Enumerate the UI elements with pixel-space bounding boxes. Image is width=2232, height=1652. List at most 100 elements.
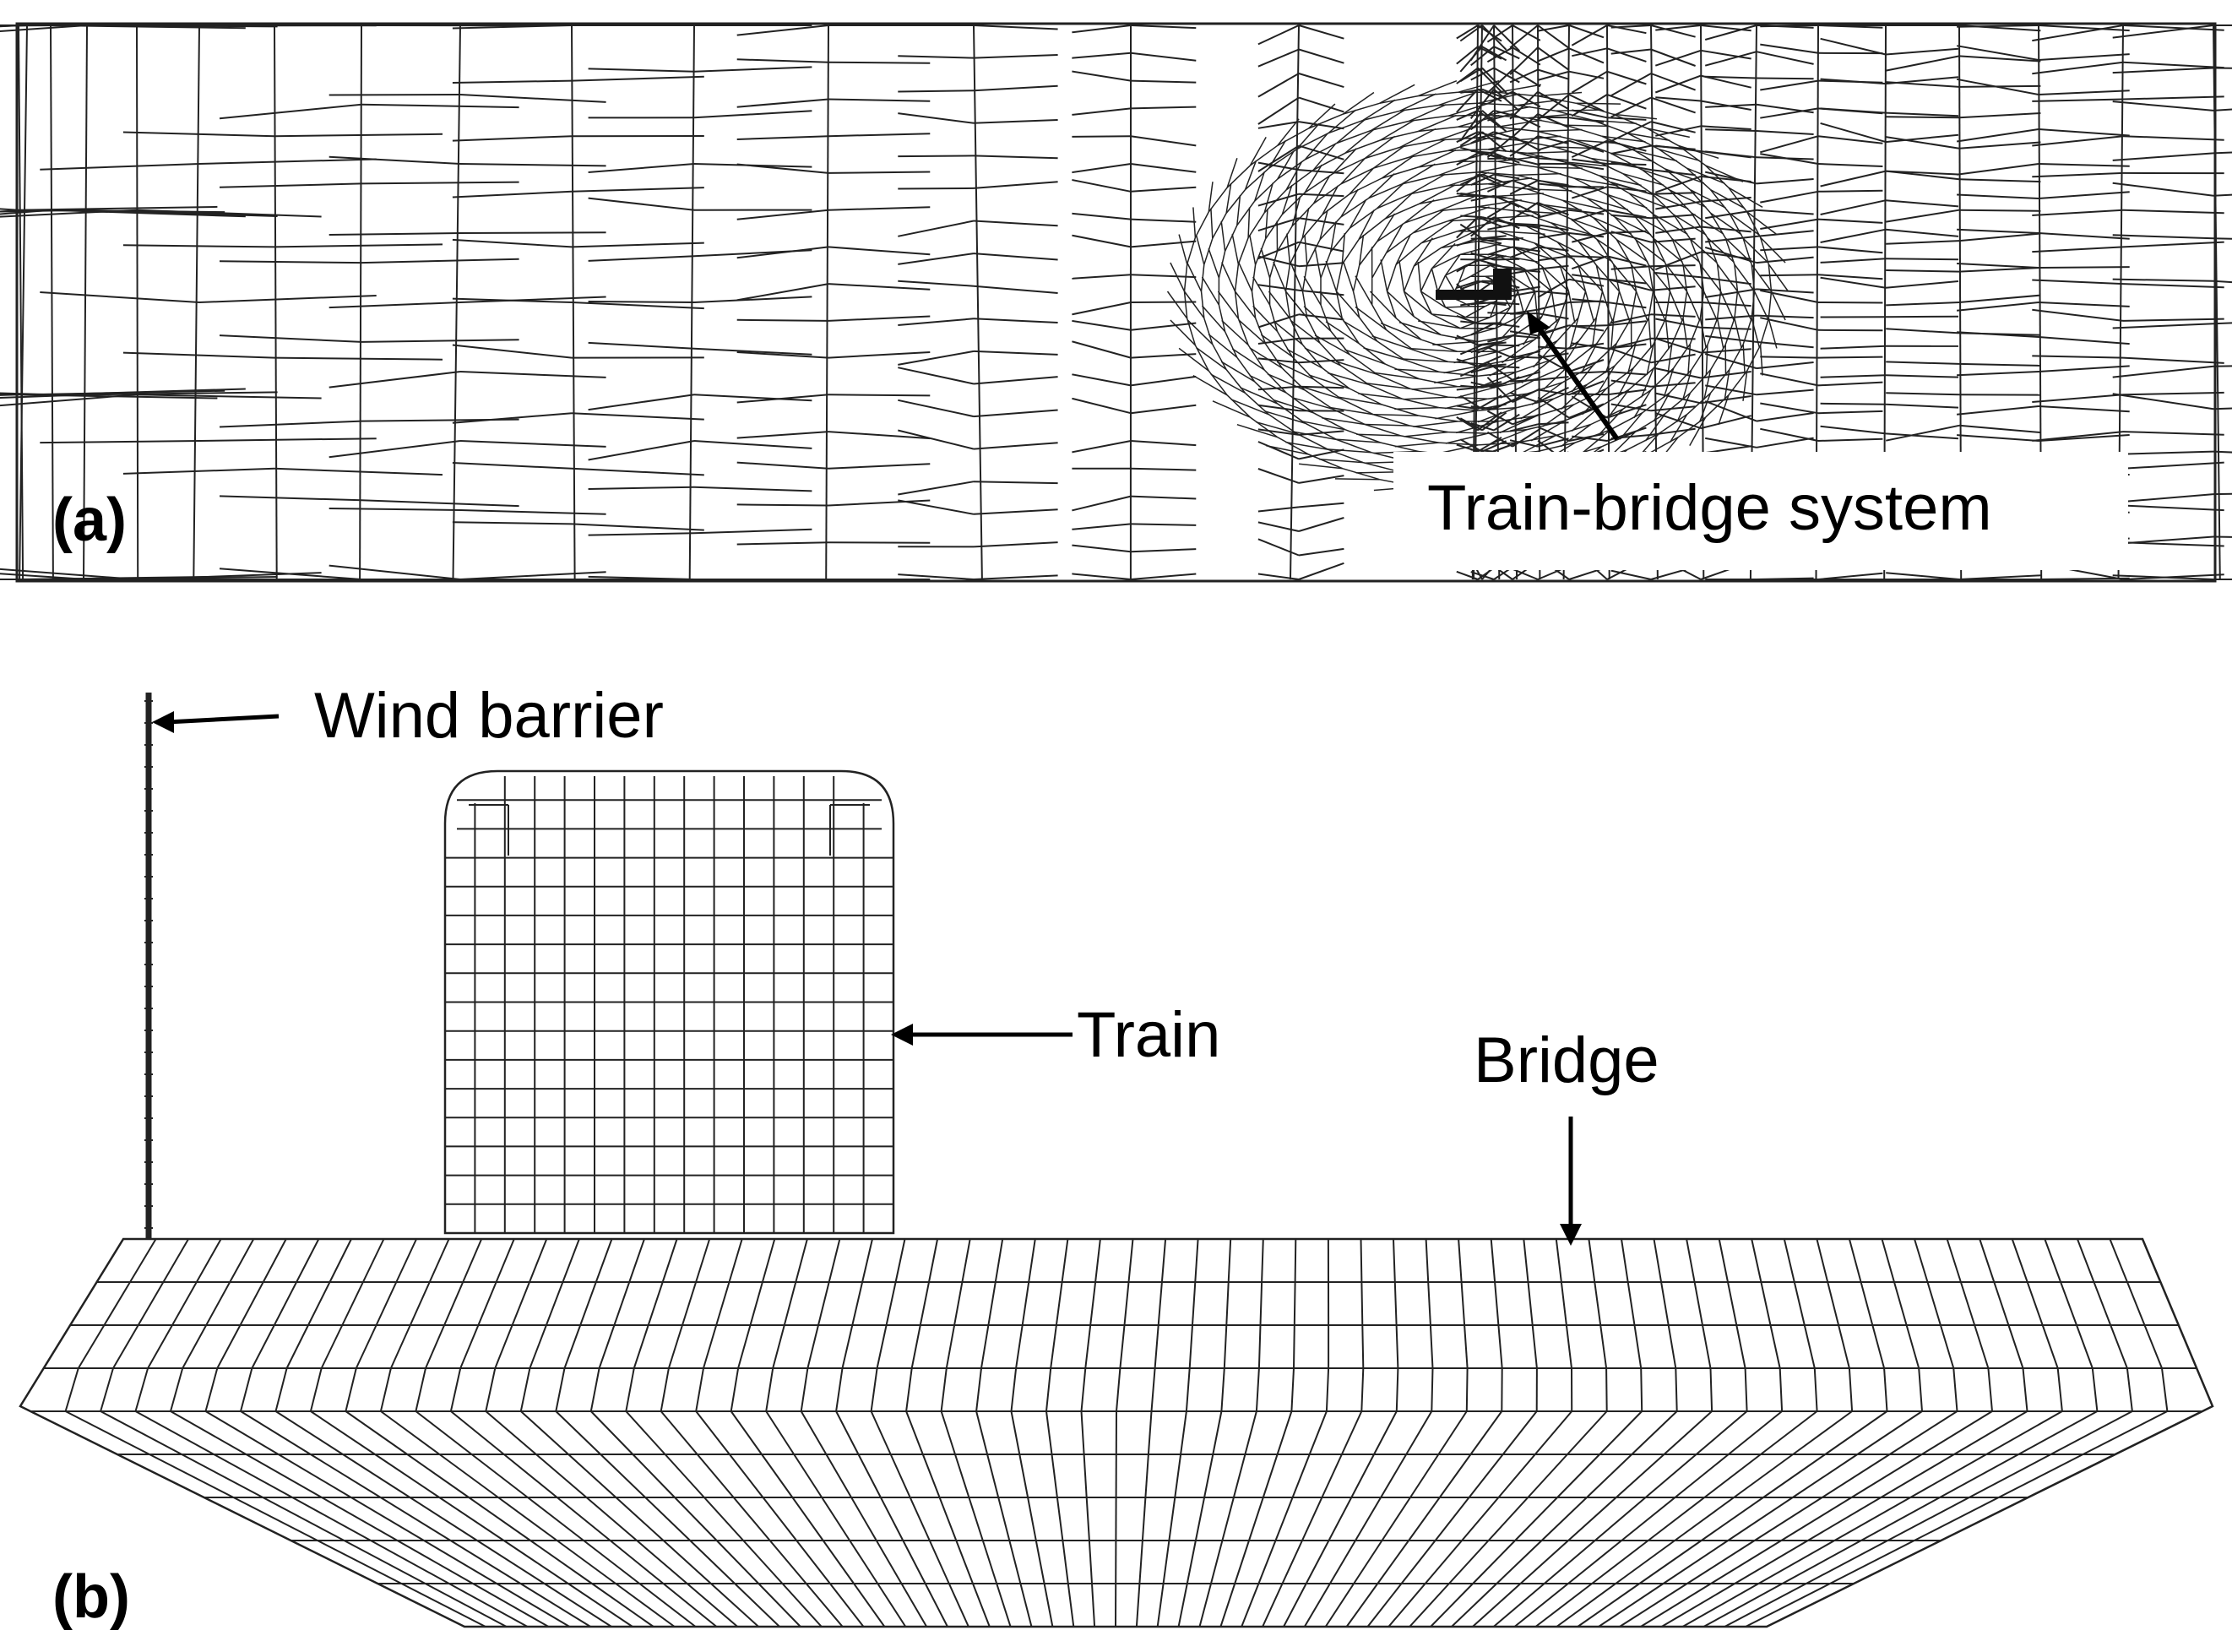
mesh-edge: [1266, 444, 1309, 455]
mesh-edge: [1338, 396, 1382, 405]
mesh-edge: [660, 1367, 670, 1412]
mesh-edge: [1089, 1281, 1097, 1326]
mesh-edge: [1833, 1497, 1911, 1541]
mesh-edge: [1277, 150, 1295, 180]
mesh-edge: [1734, 291, 1739, 318]
mesh-edge: [667, 1324, 683, 1369]
mesh-edge: [1252, 305, 1279, 332]
mesh-edge: [1690, 189, 1726, 209]
mesh-edge: [1248, 1497, 1264, 1541]
mesh-edge: [1168, 1497, 1176, 1541]
mesh-edge: [1477, 198, 1522, 208]
mesh-edge: [1162, 1540, 1170, 1584]
mesh-edge: [1495, 307, 1512, 329]
mesh-edge: [2032, 135, 2124, 147]
mesh-edge: [1497, 415, 1538, 422]
mesh-edge: [341, 1281, 364, 1326]
mesh-edge: [806, 1324, 819, 1369]
mesh-edge: [1664, 318, 1670, 350]
mesh-edge: [1072, 319, 1132, 331]
mesh-edge: [973, 24, 1058, 30]
mesh-edge: [485, 1367, 497, 1412]
mesh-edge: [1534, 242, 1576, 261]
mesh-edge: [1072, 523, 1132, 530]
mesh-edge: [1264, 410, 1306, 424]
mesh-edge: [1072, 70, 1132, 82]
mesh-edge: [1756, 437, 1814, 448]
mesh-edge: [2038, 191, 2130, 199]
mesh-edge: [2112, 535, 2214, 546]
mesh-edge: [1885, 403, 1959, 409]
mesh-edge: [1386, 291, 1415, 318]
mesh-edge: [1493, 46, 1520, 60]
mesh-edge: [1486, 46, 1513, 63]
mesh-edge: [1705, 75, 1757, 79]
mesh-edge: [309, 1367, 323, 1412]
mesh-edge: [1509, 274, 1535, 292]
mesh-edge: [1286, 348, 1323, 369]
mesh-edge: [588, 197, 695, 211]
mesh-edge: [1572, 298, 1608, 303]
mesh-edge: [1291, 1454, 1311, 1498]
mesh-edge: [710, 1583, 759, 1628]
mesh-edge: [1817, 302, 1883, 304]
mesh-edge: [1681, 369, 1692, 400]
mesh-edge: [344, 1540, 426, 1584]
mesh-edge: [1487, 177, 1533, 185]
mesh-edge: [1340, 1410, 1363, 1455]
mesh-edge: [898, 573, 975, 580]
mesh-edge: [1340, 198, 1370, 218]
mesh-edge: [625, 1410, 666, 1455]
mesh-edge: [1635, 150, 1665, 170]
mesh-edge: [1806, 1540, 1888, 1584]
mesh-edge: [1576, 102, 1614, 115]
mesh-edge: [1756, 178, 1814, 185]
mesh-edge: [361, 339, 519, 343]
mesh-edge: [1695, 1410, 1748, 1455]
mesh-edge: [1953, 1410, 2028, 1455]
mesh-edge: [1485, 300, 1497, 307]
mesh-edge: [1470, 365, 1495, 374]
mesh-edge: [1782, 1540, 1862, 1584]
mesh-edge: [2032, 308, 2124, 322]
mesh-edge: [1650, 313, 1696, 318]
mesh-edge: [1438, 137, 1479, 141]
mesh-edge: [1050, 1324, 1057, 1369]
mesh-edge: [1380, 322, 1422, 340]
mesh-edge: [1661, 1583, 1735, 1628]
mesh-edge: [695, 1238, 711, 1283]
mesh-edge: [1409, 139, 1447, 158]
mesh-edge: [1509, 246, 1539, 258]
mesh-edge: [1509, 113, 1539, 140]
mesh-edge: [1261, 1238, 1264, 1283]
mesh-edge: [1264, 209, 1268, 239]
mesh-edge: [736, 58, 829, 63]
mesh-edge: [828, 394, 931, 397]
mesh-edge: [1335, 361, 1377, 375]
mesh-edge: [1257, 144, 1300, 172]
mesh-edge: [1760, 153, 1819, 165]
mesh-edge: [1676, 392, 1692, 422]
mesh-edge: [1200, 291, 1205, 318]
mesh-edge: [953, 1281, 964, 1326]
mesh-edge: [1424, 1540, 1463, 1584]
mesh-edge: [1072, 179, 1132, 193]
mesh-edge: [1470, 422, 1495, 432]
mesh-edge: [1686, 1540, 1756, 1584]
mesh-edge: [1596, 318, 1615, 345]
mesh-edge: [1481, 440, 1507, 453]
mesh-edge: [1537, 94, 1570, 121]
mesh-edge: [1335, 291, 1360, 318]
mesh-edge: [1578, 291, 1587, 318]
mesh-edge: [1281, 1540, 1303, 1584]
mesh-edge: [613, 1281, 631, 1326]
mesh-edge: [1363, 347, 1405, 361]
mesh-edge: [758, 1583, 801, 1628]
mesh-edge: [1628, 193, 1669, 209]
mesh-edge: [1405, 1410, 1433, 1455]
mesh-edge: [1655, 200, 1702, 210]
mesh-edge: [1509, 268, 1539, 275]
mesh-edge: [1431, 313, 1466, 318]
mesh-edge: [273, 1281, 297, 1326]
mesh-edge: [1221, 1497, 1235, 1541]
